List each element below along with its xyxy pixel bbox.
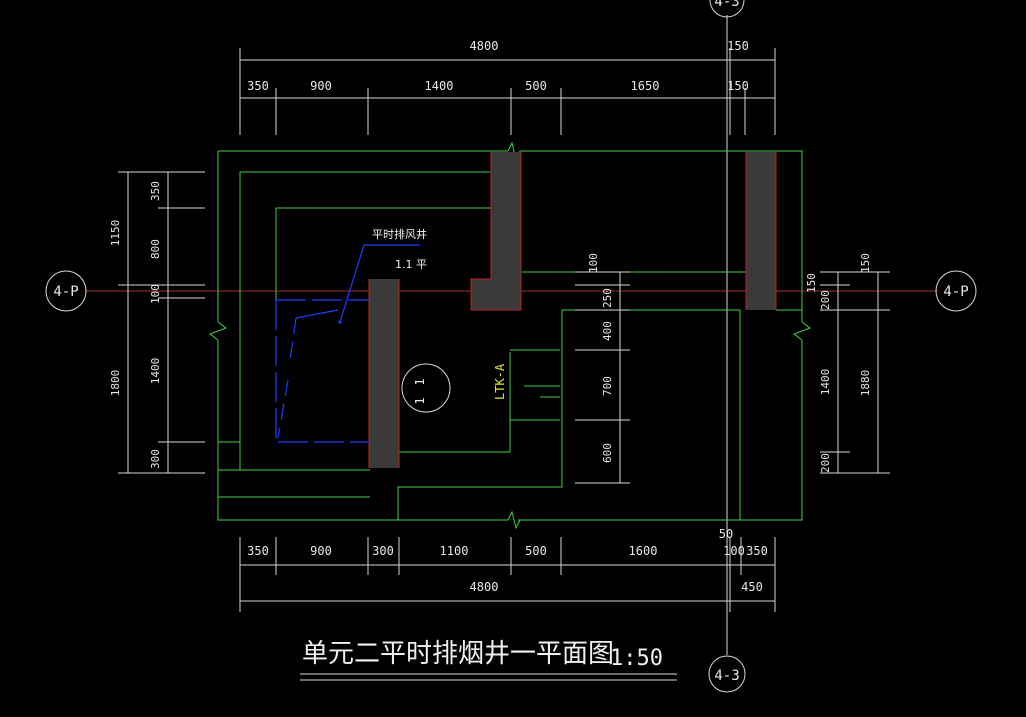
section-mark-top: 1 (413, 378, 427, 385)
dim-left-inner: 800 (149, 239, 162, 259)
dim-top-seg: 500 (525, 79, 547, 93)
dim-bottom-seg: 500 (525, 544, 547, 558)
wall-column-right (746, 152, 776, 310)
axis-label-top: 4-3 (714, 0, 739, 10)
shaft-outline (275, 244, 420, 443)
dim-left-outer: 1800 (109, 370, 122, 397)
middle-dimensions: 100 250 400 700 600 (575, 253, 630, 484)
dim-bottom-seg: 350 (247, 544, 269, 558)
drawing-scale: 1:50 (610, 646, 663, 671)
dim-bottom-seg: 300 (372, 544, 394, 558)
dim-left-inner: 100 (149, 284, 162, 304)
dim-right-inner: 150 (805, 273, 818, 293)
shaft-level-note: 1.1 平 (395, 258, 427, 271)
dim-bottom-total-right: 450 (741, 580, 763, 594)
shaft-name-note: 平时排风井 (372, 227, 427, 241)
axis-bubble-left[interactable]: 4-P (45, 270, 87, 312)
right-dimensions: 150 1880 150 200 1400 200 (805, 253, 890, 474)
section-mark-bottom: 1 (413, 397, 427, 404)
dim-top-seg: 1650 (631, 79, 660, 93)
dim-bottom-seg: 900 (310, 544, 332, 558)
dim-right-outer: 1880 (859, 370, 872, 397)
wall-column-mid (491, 152, 521, 310)
top-dimensions: 4800 150 350 900 1400 500 1650 150 (239, 39, 776, 135)
axis-label-bottom: 4-3 (714, 668, 739, 684)
dim-left-inner: 300 (149, 449, 162, 469)
dim-left-inner: 1400 (149, 358, 162, 385)
axis-label-left: 4-P (53, 284, 78, 300)
wall-column-left (369, 279, 399, 468)
dim-top-total: 4800 (470, 39, 499, 53)
dim-middle: 600 (601, 443, 614, 463)
dim-bottom-seg: 350 (746, 544, 768, 558)
axis-label-right: 4-P (943, 284, 968, 300)
dim-top-seg: 900 (310, 79, 332, 93)
bottom-dimensions: 350 900 300 1100 500 1600 100 350 50 480… (239, 527, 776, 612)
dim-bottom-seg: 100 (723, 544, 745, 558)
dim-middle: 400 (601, 321, 614, 341)
dim-middle: 250 (601, 288, 614, 308)
wall-outlines (208, 141, 812, 530)
dim-top-seg: 1400 (425, 79, 454, 93)
dim-bottom-small: 50 (719, 527, 733, 541)
drawing-title: 单元二平时排烟井一平面图 (302, 639, 614, 669)
dim-right-inner: 1400 (819, 369, 832, 396)
section-mark[interactable]: 1 1 (401, 363, 451, 413)
dim-left-outer: 1150 (109, 220, 122, 247)
dim-middle: 100 (587, 253, 600, 273)
dim-bottom-seg: 1600 (629, 544, 658, 558)
dim-left-inner: 350 (149, 181, 162, 201)
dim-right-inner: 200 (819, 453, 832, 473)
axis-bubble-right[interactable]: 4-P (935, 270, 977, 312)
dim-bottom-seg: 1100 (440, 544, 469, 558)
dim-middle: 700 (601, 376, 614, 396)
dim-top-seg: 350 (247, 79, 269, 93)
dim-top-total-right: 150 (727, 39, 749, 53)
wall-nib (471, 279, 491, 310)
dim-right-inner: 200 (819, 290, 832, 310)
axis-bubble-top[interactable]: 4-3 (709, 0, 745, 18)
dim-bottom-total: 4800 (470, 580, 499, 594)
axis-bubble-bottom[interactable]: 4-3 (708, 655, 746, 693)
left-dimensions: 1150 1800 350 800 100 1400 300 (109, 171, 205, 474)
elevator-tag: LTK-A (493, 363, 507, 400)
concrete-walls (368, 152, 777, 468)
dim-right-outer: 150 (859, 253, 872, 273)
title-block: 单元二平时排烟井一平面图 1:50 (300, 639, 677, 681)
dim-top-seg: 150 (727, 79, 749, 93)
